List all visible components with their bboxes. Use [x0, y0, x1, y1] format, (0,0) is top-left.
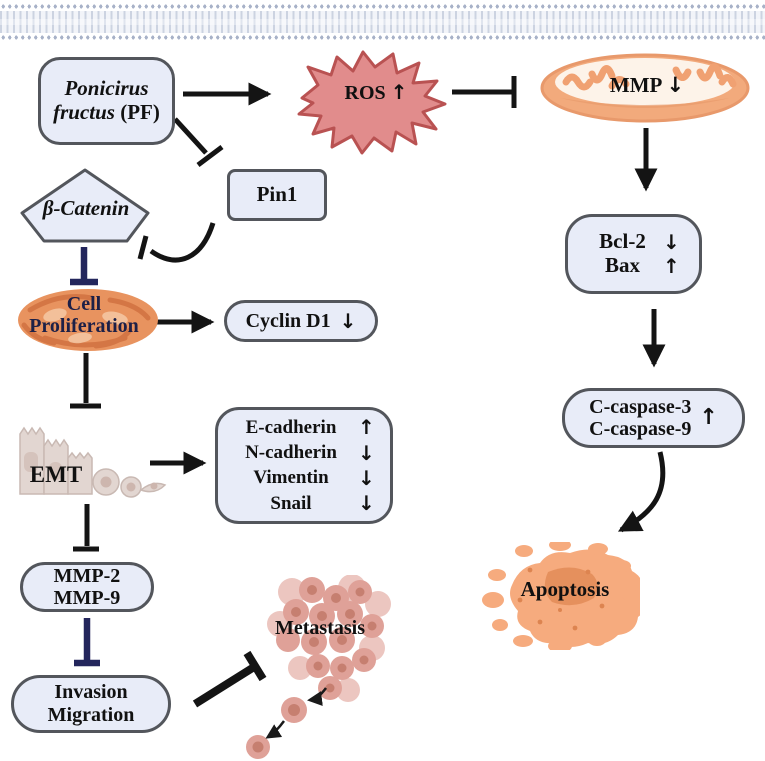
metastasis-cluster-icon: [246, 575, 391, 759]
migration-arrows: [265, 687, 328, 739]
node-emt-markers: E-cadherin ↑ N-cadherin ↓ Vimentin ↓ Sna…: [215, 407, 393, 524]
caspase-lines: C-caspase-3 C-caspase-9: [589, 396, 692, 440]
pentagon-shape: [20, 168, 150, 243]
node-bcl2-bax: Bcl-2 ↓ Bax ↑: [565, 214, 702, 294]
beta-catenin-label: β-Catenin: [42, 196, 130, 220]
down-arrow-glyph: ↓: [339, 308, 357, 333]
emt-cells-icon: [19, 426, 167, 498]
proliferating-cells-icon: [18, 289, 158, 351]
down-arrow-glyph: ↓: [666, 73, 685, 97]
mitochondrion-icon: [540, 53, 750, 123]
node-cyclin-d1: Cyclin D1 ↓: [224, 300, 378, 342]
inhibit-bcatenin-to-proliferation: [70, 247, 98, 286]
pf-line1: Ponicirus: [64, 76, 149, 101]
up-arrow-glyph: ↑: [663, 253, 680, 278]
marker-row-ncadherin: N-cadherin ↓: [224, 440, 380, 465]
node-beta-catenin: β-Catenin: [20, 166, 152, 244]
node-pin1: Pin1: [227, 169, 327, 221]
escaping-cell: [246, 697, 307, 759]
node-caspases: C-caspase-3 C-caspase-9 ↑: [562, 388, 745, 448]
membrane-tail-row: [0, 25, 765, 33]
ros-label: ROS ↑: [344, 80, 408, 104]
membrane-head-row: [0, 2, 765, 11]
node-ponicirus-fructus: Ponicirus fructus (PF): [38, 57, 175, 145]
up-arrow-glyph: ↑: [699, 404, 718, 430]
mmp-label: MMP ↓: [609, 73, 685, 97]
up-arrow-glyph: ↑: [390, 80, 408, 104]
down-arrow-glyph: ↓: [358, 465, 375, 490]
ros-burst-icon: [297, 50, 447, 155]
cell-proliferation-label: Cell Proliferation: [29, 293, 139, 337]
down-arrow-glyph: ↓: [358, 491, 375, 516]
bcl2-row: Bcl-2 ↓: [582, 230, 685, 254]
metastasis-label: Metastasis: [275, 617, 365, 639]
node-invasion-migration: Invasion Migration: [11, 675, 171, 733]
up-arrow-glyph: ↑: [358, 415, 375, 440]
bax-row: Bax ↑: [582, 253, 685, 278]
inhibit-proliferation-to-emt: [70, 353, 101, 409]
emt-label: EMT: [29, 462, 83, 487]
membrane-head-row: [0, 33, 765, 42]
inhibit-pin1-to-bcatenin: [137, 222, 216, 263]
apoptosis-cells-icon: [482, 542, 640, 650]
cell-membrane-icon: [0, 2, 765, 42]
arrow-caspase-to-apoptosis: [617, 451, 666, 533]
marker-row-ecadherin: E-cadherin ↑: [224, 415, 380, 440]
apoptosis-label: Apoptosis: [520, 577, 610, 601]
down-arrow-glyph: ↓: [358, 440, 375, 465]
inhibit-invasion-to-metastasis: [192, 650, 267, 708]
marker-row-snail: Snail ↓: [224, 491, 380, 516]
inhibit-ros-to-mmp: [452, 76, 517, 108]
inhibit-pf-to-pin1: [173, 117, 224, 167]
node-mmp2-mmp9: MMP-2 MMP-9: [20, 562, 154, 612]
down-arrow-glyph: ↓: [663, 230, 680, 255]
pf-line2: fructus (PF): [53, 100, 160, 124]
inhibit-mmp29-to-invasion: [74, 618, 100, 667]
membrane-tail-row: [0, 11, 765, 19]
marker-row-vimentin: Vimentin ↓: [224, 466, 380, 491]
inhibit-emt-to-mmp29: [73, 504, 99, 552]
membrane-gap: [0, 19, 765, 25]
